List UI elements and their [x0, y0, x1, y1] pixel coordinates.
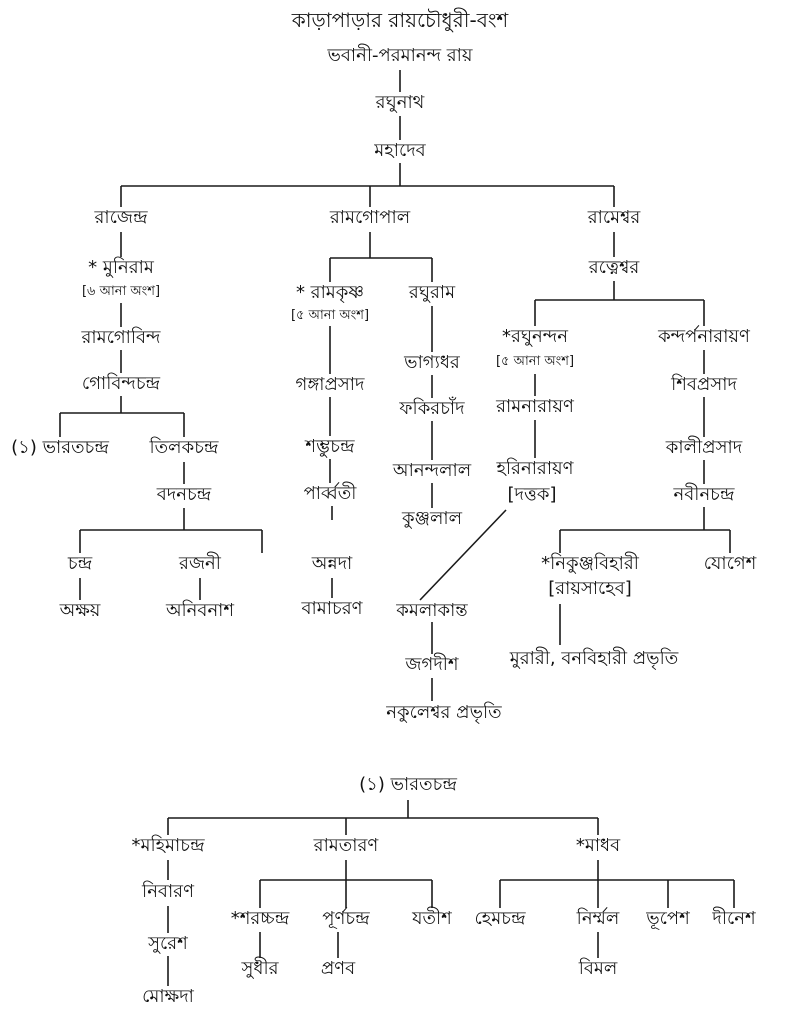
node-fakirchand: ফকিরচাঁদ — [399, 398, 465, 419]
node-nakuleswar: নকুলেশ্বর প্রভৃতি — [386, 702, 502, 723]
node-jogesh: যোগেশ — [703, 553, 757, 574]
node-chandra: চন্দ্র — [67, 553, 93, 574]
node-abinash: অনিবনাশ — [165, 600, 235, 621]
node-ramkrishna: * রামকৃষ্ণ — [295, 282, 365, 303]
node-rameswar: রামেশ্বর — [587, 207, 641, 228]
node-nikunjabihari: *নিকুঞ্জবিহারী — [541, 553, 639, 574]
node-madhab: *মাধব — [575, 835, 621, 856]
share-note-ramkrishna: [৫ আনা অংশ] — [290, 308, 370, 323]
node-bharatchandra-ref: (১) ভারতচন্দ্র — [11, 437, 109, 458]
node-kunjalal: কুঞ্জলাল — [401, 508, 463, 529]
node-pranab: প্রণব — [320, 958, 356, 979]
note-dattak: [দত্তক] — [507, 484, 557, 505]
node-bhabani: ভবানী-পরমানন্দ রায় — [327, 45, 473, 66]
node-mahadeb: মহাদেব — [374, 140, 426, 161]
node-badanchandra: বদনচন্দ্র — [156, 484, 212, 505]
note-raysaheb: [রায়সাহেব] — [548, 578, 632, 599]
share-note-raghunandan: [৫ আনা অংশ] — [495, 354, 575, 369]
node-bamacharan: বামাচরণ — [301, 598, 363, 619]
node-shibprasad: শিবপ্রসাদ — [671, 374, 737, 395]
node-ramgopal: রামগোপাল — [329, 207, 411, 228]
node-raghuram: রঘুরাম — [408, 282, 456, 303]
node-hemchandra: হেমচন্দ্র — [474, 908, 526, 929]
node-dinesh: দীনেশ — [712, 908, 756, 929]
node-akshay: অক্ষয় — [59, 600, 101, 621]
node-nirmal: নির্ম্মল — [576, 908, 620, 929]
node-muniram: * মুনিরাম — [88, 257, 154, 278]
diagram-title: কাড়াপাড়ার রায়চৌধুরী-বংশ — [291, 8, 509, 32]
node-sharatchandra: *শরচ্চন্দ্র — [230, 908, 290, 929]
node-rajani: রজনী — [179, 553, 221, 574]
node-parbati: পার্ব্বতী — [303, 483, 357, 504]
node-harinarayan: হরিনারায়ণ — [496, 458, 574, 479]
node-ramnarayan: রামনারায়ণ — [496, 396, 574, 417]
node-gobindachandra: গোবিন্দচন্দ্র — [81, 373, 161, 394]
node-bhupesh: ভূপেশ — [646, 908, 690, 929]
node-bhagyadhar: ভাগ্যধর — [404, 352, 460, 373]
node-murari: মুরারী, বনবিহারী প্রভৃতি — [509, 648, 679, 669]
node-shambhuchandra: শম্ভুচন্দ্র — [305, 436, 355, 457]
node-anandalal: আনন্দলাল — [392, 460, 472, 481]
node-ramtaran: রামতারণ — [313, 835, 379, 856]
node-bimal: বিমল — [578, 958, 618, 979]
node-gangaprasad: গঙ্গাপ্রসাদ — [295, 374, 365, 395]
node-sudhir: সুধীর — [241, 958, 279, 979]
node-annada: অন্নদা — [311, 553, 353, 574]
node-jagadish: জগদীশ — [405, 654, 459, 675]
node-mokshada: মোক্ষদা — [142, 986, 194, 1007]
node-kandarpanarayan: কন্দর্পনারায়ণ — [658, 326, 750, 347]
node-jatish: যতীশ — [412, 908, 452, 929]
node-rajendra: রাজেন্দ্র — [94, 207, 148, 228]
node-mahimachandra: *মহিমাচন্দ্র — [131, 835, 205, 856]
node-tilakchandra: তিলকচন্দ্র — [149, 437, 219, 458]
node-suresh: সুরেশ — [148, 933, 188, 954]
node-raghunandan: *রঘুনন্দন — [502, 326, 568, 347]
node-nabinchandra: নবীনচন্দ্র — [673, 484, 735, 505]
share-note-muniram: [৬ আনা অংশ] — [81, 284, 161, 299]
node-bharatchandra-head: (১) ভারতচন্দ্র — [359, 774, 457, 795]
node-kaliprasad: কালীপ্রসাদ — [665, 437, 743, 458]
node-ramgobinda: রামগোবিন্দ — [81, 327, 161, 348]
node-kamalakanta: কমলাকান্ত — [396, 600, 468, 621]
node-raghunath: রঘুনাথ — [375, 92, 425, 113]
node-nibaran: নিবারণ — [142, 881, 194, 902]
node-ratneswar: রত্নেশ্বর — [588, 257, 640, 278]
node-purnachandra: পূর্ণচন্দ্র — [322, 908, 370, 929]
